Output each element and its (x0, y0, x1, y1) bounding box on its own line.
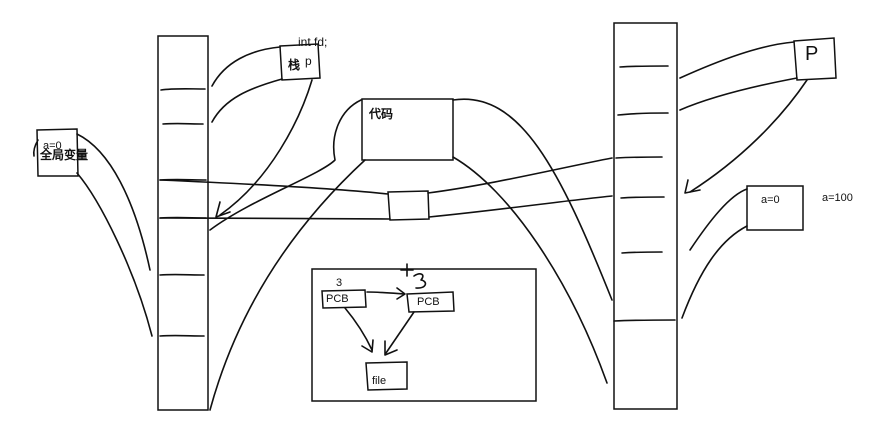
global-var-box (36, 128, 79, 177)
left-memory-column (157, 35, 209, 411)
right-p-label: P (805, 43, 819, 65)
right-column-dividers (613, 65, 676, 322)
code-box (361, 98, 454, 161)
left-pcb-box (321, 289, 367, 309)
right-a0-label: a=0 (761, 194, 780, 206)
left-pcb-number: 3 (336, 277, 343, 289)
left-p-label: p (305, 54, 312, 68)
a100-label: a=100 (822, 192, 853, 204)
left-column-dividers (159, 87, 207, 337)
shared-page-box (387, 190, 430, 221)
file-label: file (372, 375, 387, 387)
right-a0-box (746, 185, 804, 231)
code-label: 代码 (369, 107, 394, 121)
right-memory-column (613, 22, 678, 410)
file-box (365, 361, 408, 391)
stack-label: 栈 (288, 58, 301, 72)
right-p-box (793, 37, 837, 81)
left-stack-box (279, 43, 321, 81)
left-pcb-label: PCB (326, 293, 349, 305)
kernel-box (311, 268, 537, 402)
int-fd-label: int fd; (298, 35, 328, 49)
left-a0-label: a=0 (43, 140, 62, 152)
global-var-label: 全局变量 (40, 148, 89, 162)
right-pcb-box (406, 291, 455, 313)
connection-strokes (32, 41, 808, 411)
right-pcb-label: PCB (417, 296, 440, 308)
